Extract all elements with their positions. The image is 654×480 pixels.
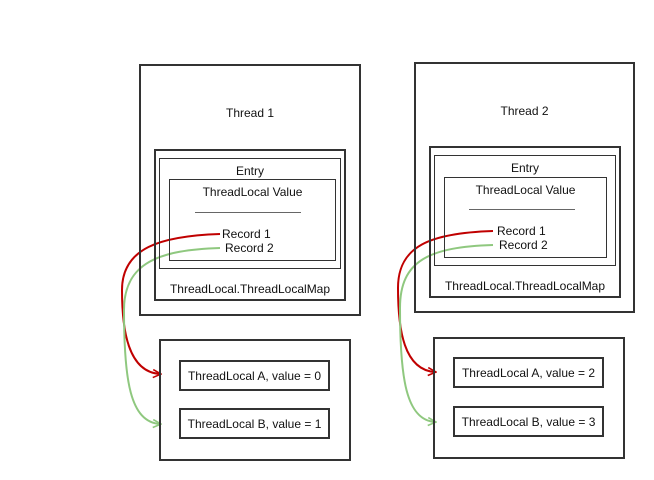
thread-2-entry-label: Entry (510, 161, 539, 175)
thread-2-map-label: ThreadLocal.ThreadLocalMap (444, 279, 606, 293)
thread-1-record-2: Record 2 (225, 241, 274, 255)
thread-1-box (139, 64, 361, 316)
thread-1-table-header: ThreadLocal Value (202, 185, 303, 199)
thread-1-value-b-text: ThreadLocal B, value = 1 (187, 417, 322, 431)
thread-2-entry-box (434, 155, 616, 266)
thread-1-map-box (154, 149, 346, 301)
thread-1-title: Thread 1 (225, 106, 275, 120)
thread-2-record-table (444, 177, 607, 258)
record2-arrow-thread1 (122, 247, 221, 424)
thread-1-values-box (159, 339, 351, 461)
thread-1-entry-label: Entry (235, 164, 264, 178)
thread-1-value-a (179, 360, 330, 391)
thread-2-value-a (453, 357, 604, 388)
thread-2-record-1: Record 1 (497, 224, 546, 238)
thread-1-map-label: ThreadLocal.ThreadLocalMap (169, 282, 331, 296)
thread-1-record-table (169, 179, 336, 261)
thread-2-value-b-text: ThreadLocal B, value = 3 (461, 415, 596, 429)
thread-2-value-a-text: ThreadLocal A, value = 2 (461, 366, 596, 380)
thread-2-table-header: ThreadLocal Value (475, 183, 576, 197)
thread-2-map-box (429, 146, 621, 298)
thread-2-record-2: Record 2 (499, 238, 548, 252)
thread-1-table-divider (195, 212, 301, 213)
thread-2-box (414, 62, 635, 313)
thread-2-value-b (453, 406, 604, 437)
thread-1-value-b (179, 408, 330, 439)
thread-1-entry-box (159, 158, 341, 269)
thread-1-record-1: Record 1 (222, 227, 271, 241)
thread-2-table-divider (469, 209, 575, 210)
thread-2-title: Thread 2 (500, 104, 549, 118)
thread-1-value-a-text: ThreadLocal A, value = 0 (187, 369, 322, 383)
record1-arrow-thread2 (396, 230, 494, 372)
record1-arrow-thread1 (120, 233, 221, 374)
thread-2-values-box (433, 337, 625, 459)
